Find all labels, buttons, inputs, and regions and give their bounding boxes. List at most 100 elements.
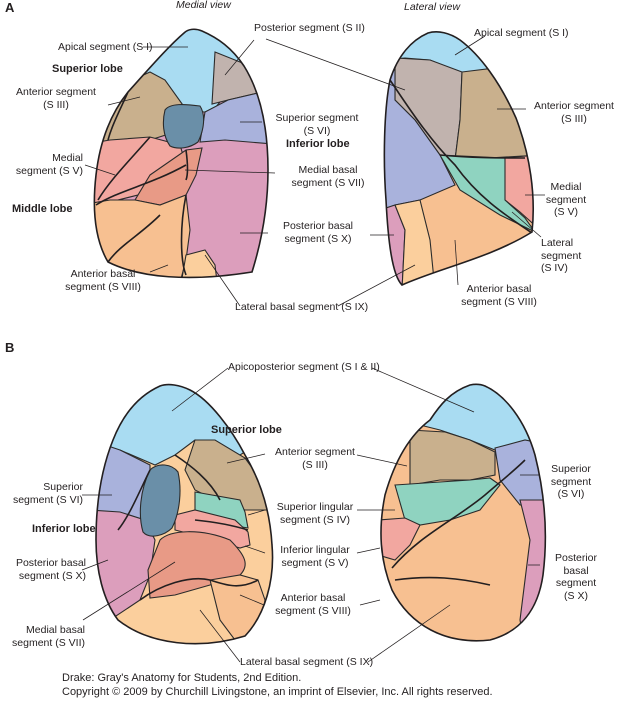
a-medial-outline	[93, 28, 269, 279]
a-medial-basal-line2: segment (S VII)	[291, 176, 365, 189]
a-lateral-oblique-fissure	[389, 79, 534, 236]
a-lateral-apical-label: Apical segment (S I)	[474, 27, 569, 39]
a-lateral-anterior-basal-line2: segment (S VIII)	[461, 295, 537, 308]
b-lateral-inferior-lingular-region	[380, 517, 421, 561]
a-lateral-anterior-line1: Anterior segment	[534, 100, 614, 112]
a-lateral-anterior-basal-line1: Anterior basal	[466, 283, 532, 295]
a-medial-lung	[94, 29, 268, 278]
a-inferior-lobe-label: Inferior lobe	[286, 138, 350, 150]
b-lateral-lung	[380, 384, 546, 641]
a-medial-segment-line2: segment (S V)	[15, 164, 83, 177]
a-lateral-medial-line3: (S V)	[554, 206, 578, 218]
a-superior-segment-line1: Superior segment	[275, 112, 359, 124]
b-lateral-posterior-basal-line4: (S X)	[564, 589, 588, 602]
a-posterior-segment-label: Posterior segment (S II)	[254, 22, 365, 34]
a-lateral-lateral-line3: (S IV)	[541, 262, 568, 274]
b-medial-fissures	[117, 454, 259, 601]
medial-view-title: Medial view	[176, 0, 231, 11]
a-lateral-lateral-line1: Lateral	[541, 237, 574, 249]
b-anterior-segment-label: Anterior segment (S III)	[262, 446, 368, 471]
b-lateral-superior-label: Superior segment (S VI)	[540, 463, 602, 501]
a-medial-fissures	[95, 91, 189, 276]
a-lateral-medial-label: Medial segment (S V)	[541, 181, 591, 219]
panel-b-label: B	[5, 340, 15, 355]
b-lateral-oblique-fissure	[391, 459, 526, 569]
a-anterior-segment-line1: Anterior segment	[16, 86, 96, 98]
a-lateral-lung	[384, 31, 534, 286]
b-posterior-basal-line2: segment (S X)	[18, 569, 86, 582]
b-medial-outline	[95, 383, 274, 645]
b-anterior-basal-line2: segment (S VIII)	[275, 604, 351, 617]
b-lateral-posterior-basal-line2: basal	[563, 564, 589, 577]
b-inferior-lingular-line1: Inferior lingular	[280, 544, 350, 556]
a-superior-segment-label: Superior segment (S VI)	[262, 112, 372, 137]
a-anterior-basal-line1: Anterior basal	[70, 268, 136, 280]
b-lateral-posterior-basal-label: Posterior basal segment (S X)	[541, 552, 611, 602]
b-posterior-basal-line1: Posterior basal	[15, 557, 86, 569]
b-lateral-superior-line3: (S VI)	[557, 488, 585, 500]
a-lateral-basal-label: Lateral basal segment (S IX)	[235, 301, 369, 313]
b-lateral-posterior-basal-line1: Posterior	[554, 552, 597, 564]
a-posterior-basal-label: Posterior basal segment (S X)	[266, 220, 370, 245]
a-posterior-basal-line2: segment (S X)	[284, 232, 352, 245]
b-medial-lung	[96, 384, 273, 644]
panel-a-label: A	[5, 0, 15, 15]
b-lateral-basal-boundary	[394, 576, 491, 586]
a-lateral-anterior-basal-label: Anterior basal segment (S VIII)	[446, 283, 552, 308]
b-posterior-basal-label: Posterior basal segment (S X)	[0, 557, 86, 582]
a-superior-lobe-label: Superior lobe	[52, 63, 123, 75]
a-lateral-anterior-label: Anterior segment (S III)	[524, 100, 624, 125]
b-lateral-outline	[380, 383, 547, 642]
a-medial-segment-label: Medial segment (S V)	[0, 152, 83, 177]
lateral-view-title: Lateral view	[404, 1, 461, 13]
a-lateral-lateral-basal-region	[394, 199, 436, 286]
b-lateral-superior-line1: Superior	[551, 463, 591, 475]
a-anterior-segment-line2: (S III)	[43, 98, 69, 111]
b-anterior-basal-label: Anterior basal segment (S VIII)	[260, 592, 366, 617]
a-lateral-anterior-line2: (S III)	[561, 112, 587, 125]
a-middle-lobe-label: Middle lobe	[12, 203, 73, 215]
b-superior-segment-label: Superior segment (S VI)	[0, 481, 83, 506]
b-anterior-basal-line1: Anterior basal	[280, 592, 346, 604]
b-lateral-basal-label: Lateral basal segment (S IX)	[240, 656, 374, 668]
b-medial-basal-line2: segment (S VII)	[12, 636, 85, 649]
b-medial-anterior-region	[184, 439, 273, 511]
b-apicoposterior-label: Apicoposterior segment (S I & II)	[228, 361, 380, 373]
a-apical-segment-label: Apical segment (S I)	[58, 41, 153, 53]
a-lateral-outline	[383, 31, 535, 286]
a-anterior-basal-label: Anterior basal segment (S VIII)	[50, 268, 156, 293]
b-inferior-lingular-line2: segment (S V)	[281, 556, 349, 569]
b-superior-segment-line2: segment (S VI)	[12, 493, 83, 506]
a-medial-basal-label: Medial basal segment (S VII)	[276, 164, 380, 189]
a-lateral-horizontal-fissure	[439, 154, 526, 159]
b-medial-basal-line1: Medial basal	[26, 624, 85, 636]
a-superior-segment-line2: (S VI)	[303, 124, 331, 137]
a-lateral-medial-line1: Medial	[550, 181, 582, 193]
a-posterior-basal-line1: Posterior basal	[282, 220, 354, 232]
a-medial-hilum	[162, 103, 205, 149]
b-superior-lingular-label: Superior lingular segment (S IV)	[263, 501, 367, 526]
b-inferior-lobe-label: Inferior lobe	[32, 523, 96, 535]
a-anterior-basal-line2: segment (S VIII)	[65, 280, 141, 293]
b-superior-lobe-label: Superior lobe	[211, 424, 282, 436]
a-lateral-lateral-label: Lateral segment (S IV)	[541, 237, 581, 275]
credit-line1: Drake: Gray's Anatomy for Students, 2nd …	[62, 672, 302, 684]
b-medial-basal-label: Medial basal segment (S VII)	[0, 624, 85, 649]
b-medial-hilum	[139, 464, 181, 537]
a-lateral-lateral-line2: segment	[541, 249, 582, 262]
b-superior-lingular-line2: segment (S IV)	[279, 513, 351, 526]
b-anterior-segment-line2: (S III)	[302, 458, 328, 471]
b-inferior-lingular-label: Inferior lingular segment (S V)	[263, 544, 367, 569]
a-medial-basal-line1: Medial basal	[298, 164, 358, 176]
b-lateral-posterior-basal-line3: segment	[555, 577, 597, 589]
a-lateral-medial-line2: segment	[545, 193, 587, 206]
leader-lines	[81, 35, 545, 663]
a-medial-segment-line1: Medial	[52, 152, 83, 164]
a-anterior-segment-label: Anterior segment (S III)	[3, 86, 109, 111]
b-superior-lingular-line1: Superior lingular	[276, 501, 354, 513]
credit-line2: Copyright © 2009 by Churchill Livingston…	[62, 686, 493, 698]
b-anterior-segment-line1: Anterior segment	[275, 446, 355, 458]
b-superior-segment-line1: Superior	[43, 481, 83, 493]
